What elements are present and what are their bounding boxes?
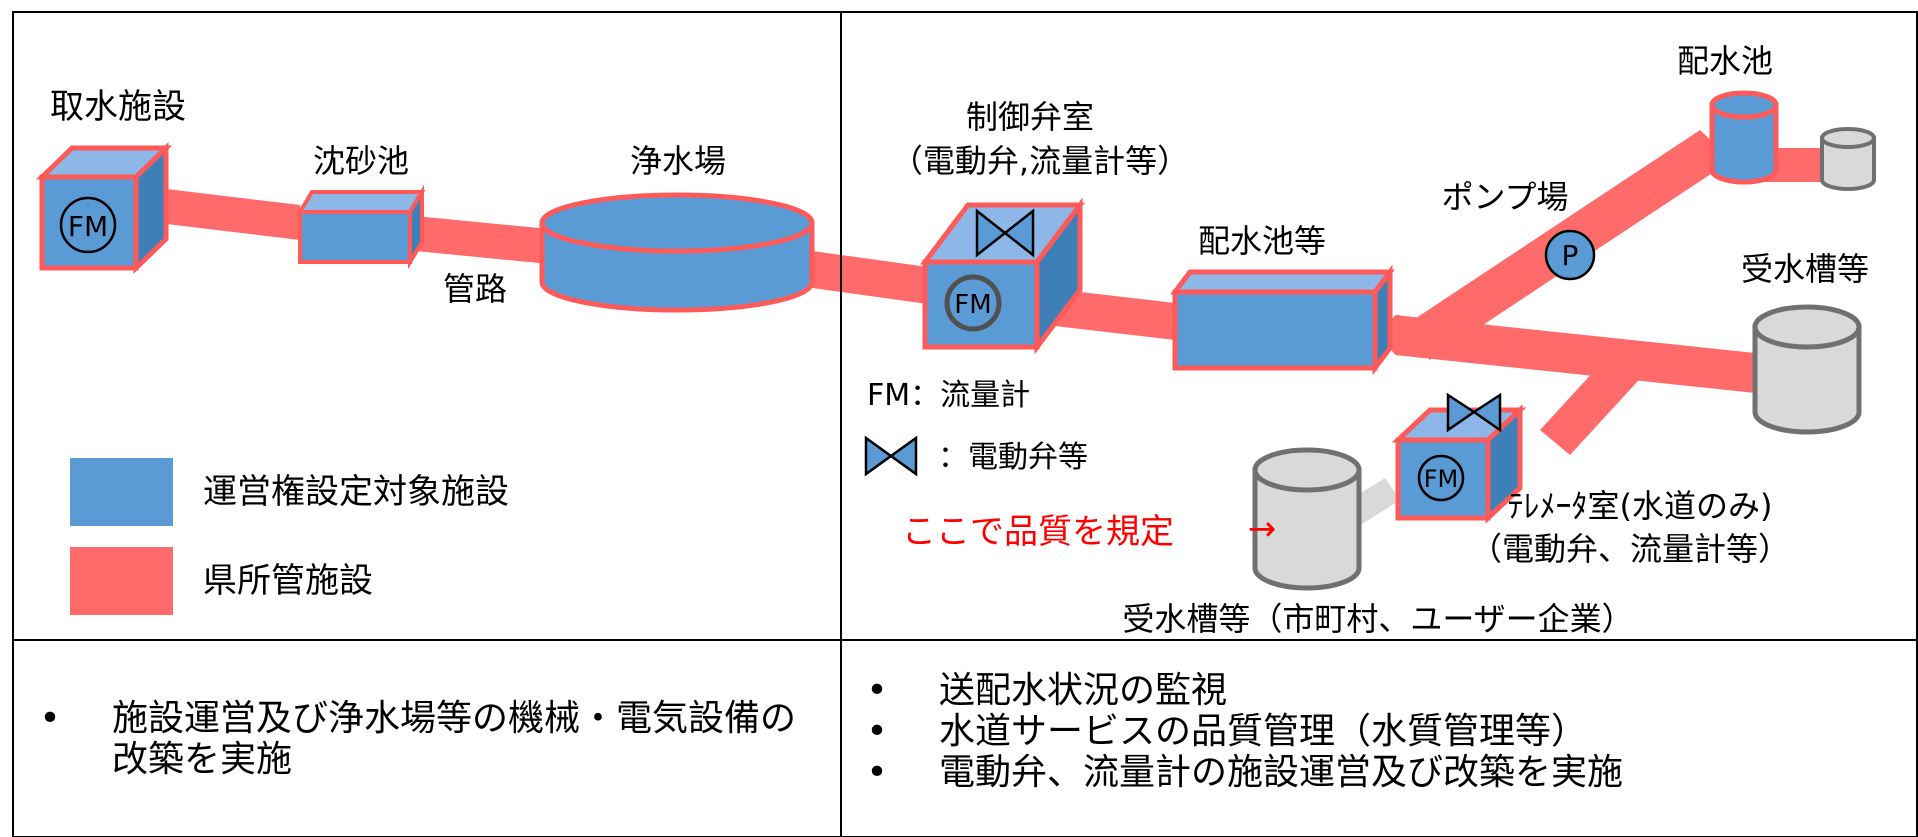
purification-plant [539, 192, 815, 313]
legend-prefecture-swatch [70, 547, 173, 615]
telemeter-room: FM [1391, 392, 1527, 524]
control-valve-room-detail: （電動弁,流量計等） [891, 142, 1189, 180]
pipe-reservoir-to-receiving [1395, 315, 1755, 393]
svg-text:P: P [1562, 239, 1579, 272]
flowmeter-icon [59, 196, 117, 254]
user-receiving-tank-label: 受水槽等（市町村、ユーザー企業） [1122, 600, 1633, 638]
list-item: •施設運営及び浄水場等の機械・電気設備の改築を実施 [39, 698, 797, 780]
valve-icon [1446, 392, 1502, 433]
user-receiving-tank [1252, 447, 1362, 591]
legend-concession: 運営権設定対象施設 [203, 472, 509, 512]
pump-icon [1544, 229, 1596, 281]
left-responsibility-list: •施設運営及び浄水場等の機械・電気設備の改築を実施 [30, 698, 820, 780]
flowmeter-icon [1417, 454, 1465, 502]
intake-facility: FM [35, 142, 173, 274]
telemeter-room-detail: （電動弁、流量計等） [1470, 530, 1790, 568]
pipe-end-reservoir [1388, 315, 1408, 355]
telemeter-room-label: ﾃﾚﾒｰﾀ室(水道のみ) [1508, 487, 1773, 525]
table-grid [12, 11, 1918, 837]
distribution-reservoir-label: 配水池 [1677, 42, 1773, 80]
purification-plant-label: 浄水場 [630, 142, 726, 180]
small-receiving-tank [1820, 127, 1876, 191]
quality-point-label: ここで品質を規定 [902, 512, 1174, 552]
pump-station-label: ポンプ場 [1441, 178, 1568, 216]
flowmeter-icon [944, 274, 1002, 332]
settling-basin [296, 184, 426, 270]
distribution-reservoir-etc-label: 配水池等 [1198, 222, 1326, 260]
list-item: •電動弁、流量計の施設運営及び改築を実施 [866, 752, 1624, 793]
receiving-tank [1752, 304, 1862, 435]
svg-text:FM: FM [1424, 465, 1459, 493]
legend-valve: ：電動弁等 [938, 440, 1088, 475]
right-responsibility-list: •送配水状況の監視 •水道サービスの品質管理（水質管理等） •電動弁、流量計の施… [857, 670, 1897, 793]
distribution-reservoir [1709, 90, 1779, 185]
list-item: •送配水状況の監視 [866, 670, 1228, 711]
receiving-tank-label: 受水槽等 [1741, 250, 1869, 288]
legend-valve-icon [864, 435, 918, 477]
valve-icon [975, 208, 1035, 258]
quality-arrow-icon: → [1248, 509, 1277, 549]
legend-concession-swatch [70, 458, 173, 526]
svg-text:FM: FM [68, 210, 108, 243]
pipe-plant-to-valve [805, 250, 935, 305]
pump-station: P [1544, 229, 1596, 281]
distribution-reservoir-etc [1170, 264, 1395, 376]
intake-label: 取水施設 [50, 87, 186, 127]
list-item: •水道サービスの品質管理（水質管理等） [866, 711, 1588, 752]
pipe-intake-to-settling [150, 187, 300, 240]
svg-text:FM: FM [954, 290, 991, 320]
pipe-settling-to-plant [405, 215, 560, 265]
pipe-to-telemeter [1540, 345, 1648, 455]
pipeline-label: 管路 [443, 270, 507, 308]
legend-prefecture: 県所管施設 [203, 561, 373, 601]
control-valve-room: FM [919, 197, 1086, 355]
control-valve-room-label: 制御弁室 [966, 98, 1094, 136]
legend-flowmeter: FM：流量計 [867, 378, 1030, 413]
settling-basin-label: 沈砂池 [313, 142, 409, 180]
